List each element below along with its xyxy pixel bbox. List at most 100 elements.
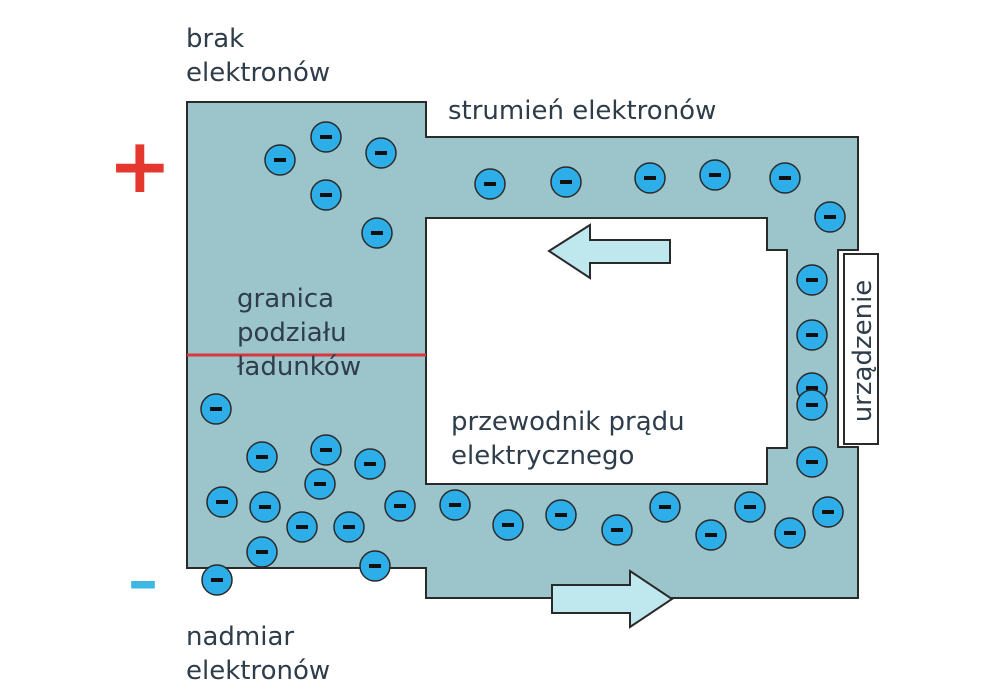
electron-minus-mark [216, 500, 228, 504]
electron-icon [310, 121, 342, 153]
electron-icon [796, 389, 828, 421]
label-conductor-line2: elektrycznego [451, 441, 635, 471]
label-excess-electrons-line2: elektronów [186, 656, 331, 686]
plus-sign-icon: + [108, 121, 172, 210]
label-conductor: przewodnik prądu elektrycznego [451, 405, 685, 473]
label-electron-stream-text: strumień elektronów [448, 96, 717, 126]
label-no-electrons-line1: brak [186, 24, 245, 54]
electron-icon [246, 441, 278, 473]
electron-icon [796, 319, 828, 351]
electron-minus-mark [806, 278, 818, 282]
electron-minus-mark [822, 510, 834, 514]
label-conductor-line1: przewodnik prądu [451, 407, 685, 437]
electrons-group [200, 121, 846, 596]
electron-minus-mark [449, 503, 461, 507]
electron-icon [550, 166, 582, 198]
electron-minus-mark [369, 564, 381, 568]
label-excess-electrons-line1: nadmiar [186, 622, 295, 652]
electron-icon [439, 489, 471, 521]
electron-minus-mark [314, 482, 326, 486]
electron-icon [310, 179, 342, 211]
electron-minus-mark [744, 505, 756, 509]
electron-minus-mark [211, 578, 223, 582]
electron-icon [206, 486, 238, 518]
arrow-right-icon [551, 569, 674, 629]
electron-icon [333, 511, 365, 543]
label-excess-electrons: nadmiar elektronów [186, 620, 330, 688]
electron-minus-mark [806, 403, 818, 407]
electron-icon [286, 511, 318, 543]
electron-icon [769, 162, 801, 194]
electron-minus-mark [709, 173, 721, 177]
electron-minus-mark [256, 455, 268, 459]
electron-icon [796, 264, 828, 296]
electron-minus-mark [502, 523, 514, 527]
electron-icon [634, 162, 666, 194]
electron-icon [814, 201, 846, 233]
electron-icon [304, 468, 336, 500]
electron-icon [695, 519, 727, 551]
electron-minus-mark [806, 460, 818, 464]
electron-icon [734, 491, 766, 523]
label-charge-boundary: granica podziału ładunków [237, 282, 361, 384]
label-no-electrons-line2: elektronów [186, 58, 331, 88]
electron-minus-mark [320, 193, 332, 197]
electron-minus-mark [659, 505, 671, 509]
electron-minus-mark [560, 180, 572, 184]
minus-sign-icon: – [128, 546, 158, 616]
electron-icon [361, 217, 393, 249]
electron-minus-mark [806, 386, 818, 390]
electron-icon [365, 137, 397, 169]
label-charge-boundary-line3: ładunków [237, 352, 362, 382]
electron-icon [601, 514, 633, 546]
electron-icon [492, 509, 524, 541]
electron-icon [812, 496, 844, 528]
device-box: urządzenie [843, 253, 879, 445]
electron-icon [545, 499, 577, 531]
electron-minus-mark [256, 550, 268, 554]
electron-icon [310, 434, 342, 466]
electron-icon [384, 490, 416, 522]
label-charge-boundary-line2: podziału [237, 318, 347, 348]
electron-minus-mark [644, 176, 656, 180]
electron-minus-mark [320, 135, 332, 139]
electron-minus-mark [784, 531, 796, 535]
electron-minus-mark [259, 505, 271, 509]
electron-icon [201, 564, 233, 596]
electron-minus-mark [343, 525, 355, 529]
device-label: urządzenie [848, 279, 878, 423]
electron-icon [246, 536, 278, 568]
electron-minus-mark [296, 525, 308, 529]
electron-minus-mark [824, 215, 836, 219]
electron-minus-mark [779, 176, 791, 180]
electron-icon [796, 446, 828, 478]
electron-minus-mark [210, 407, 222, 411]
electron-minus-mark [371, 231, 383, 235]
electron-icon [699, 159, 731, 191]
conductor-inner-gap [425, 217, 788, 485]
electron-minus-mark [375, 151, 387, 155]
electron-icon [474, 168, 506, 200]
electron-icon [649, 491, 681, 523]
electron-icon [354, 448, 386, 480]
electron-minus-mark [484, 182, 496, 186]
arrow-left-icon [547, 223, 671, 280]
electron-minus-mark [394, 504, 406, 508]
label-charge-boundary-line1: granica [237, 284, 335, 314]
electron-minus-mark [705, 533, 717, 537]
electron-minus-mark [611, 528, 623, 532]
electron-icon [264, 144, 296, 176]
label-electron-stream: strumień elektronów [448, 94, 716, 128]
electron-icon [359, 550, 391, 582]
label-no-electrons: brak elektronów [186, 22, 330, 90]
electron-minus-mark [274, 158, 286, 162]
electron-icon [774, 517, 806, 549]
electron-minus-mark [364, 462, 376, 466]
electron-icon [200, 393, 232, 425]
electron-minus-mark [806, 333, 818, 337]
electron-minus-mark [320, 448, 332, 452]
electron-minus-mark [555, 513, 567, 517]
electron-icon [249, 491, 281, 523]
